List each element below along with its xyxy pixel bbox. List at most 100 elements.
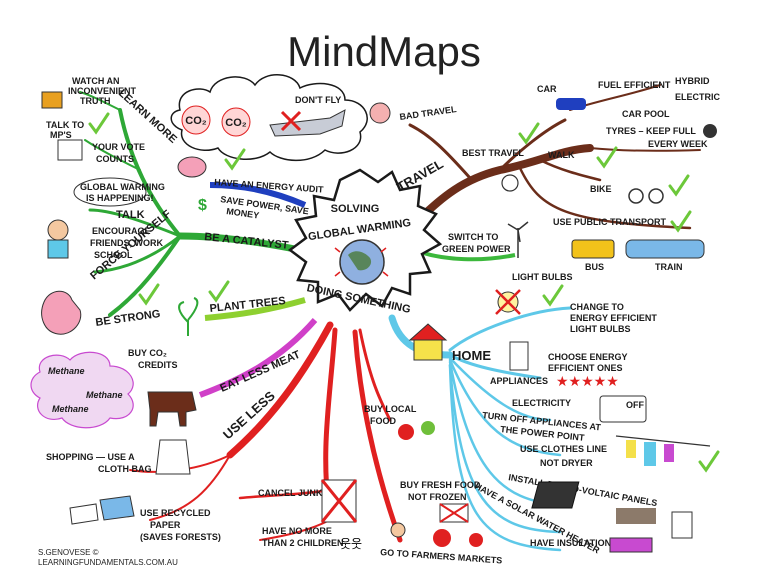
co2-credits-line-1: BUY CO₂ (128, 348, 167, 358)
light-bulbs-label: LIGHT BULBS (512, 272, 573, 282)
buy-local-line-2: FOOD (370, 416, 396, 426)
vote-line-2: COUNTS (96, 154, 134, 164)
check-icon (208, 280, 230, 303)
off-label: OFF (626, 400, 644, 410)
shopping-label: SHOPPING — USE A (46, 452, 135, 462)
cloth-bag-icon (155, 439, 191, 475)
appliances-label: APPLIANCES (490, 376, 548, 386)
watch-line-3: TRUTH (80, 96, 111, 106)
car-icon (556, 98, 586, 110)
co2-credits-line-2: CREDITS (138, 360, 178, 370)
pv-label: INSTALL PHOTO-VOLTAIC PANELS (508, 472, 658, 508)
star-rating-icon: ★★★★★ (556, 374, 619, 390)
bus-label: BUS (585, 262, 604, 272)
check-icon (668, 174, 690, 197)
vote-line-1: YOUR VOTE (92, 142, 145, 152)
person-icon (47, 219, 69, 241)
recycled-line-1: USE RECYCLED (140, 508, 211, 518)
encourage-line-1: ENCOURAGE (92, 226, 151, 236)
dont-fly-cloud (170, 74, 391, 162)
insulation-icon (609, 537, 653, 553)
green-power-line-1: SWITCH TO (448, 232, 498, 242)
watch-line-1: WATCH AN (72, 76, 120, 86)
save-line-2: MONEY (226, 206, 260, 220)
smiley-icon (501, 174, 519, 192)
be-strong-label: BE STRONG (95, 308, 161, 329)
encourage-line-3: SCHOOL (94, 250, 133, 260)
bad-travel-label: BAD TRAVEL (399, 104, 458, 122)
encourage-line-2: FRIENDS, WORK (90, 238, 163, 248)
energy-audit-branch (209, 182, 307, 208)
insulation-label: HAVE INSULATION (530, 538, 611, 548)
recycled-line-3: (SAVES FORESTS) (140, 532, 221, 542)
cow-icon (147, 391, 197, 427)
train-icon (625, 239, 705, 259)
change-bulbs-line-1: CHANGE TO (570, 302, 624, 312)
bike-icon (628, 188, 644, 204)
trees-branch (204, 297, 306, 321)
talk-label: TALK (116, 209, 145, 221)
methane-label-2: Methane (86, 390, 123, 400)
apple-icon (398, 424, 414, 440)
clothes-line-label: USE CLOTHES LINE (520, 444, 607, 454)
best-travel-label: BEST TRAVEL (462, 148, 524, 158)
fresh-food-line-2: NOT FROZEN (408, 492, 467, 502)
cloth-bag-label: CLOTH BAG (98, 464, 152, 474)
methane-label-3: Methane (52, 404, 89, 414)
pear-icon (421, 421, 435, 435)
change-bulbs-line-3: LIGHT BULBS (570, 324, 631, 334)
home-label: HOME (452, 348, 491, 363)
speech-bubble (73, 177, 147, 207)
check-icon (596, 146, 618, 169)
talk-mps-line-2: MP'S (50, 130, 72, 140)
buy-local-line-1: BUY LOCAL (364, 404, 417, 414)
dollar-icon: $ (198, 197, 207, 214)
catalyst-branch (79, 91, 304, 317)
electricity-label: ELECTRICITY (512, 398, 571, 408)
wind-turbine-icon (507, 221, 529, 258)
global-warming-line-2: IS HAPPENING! (86, 193, 154, 203)
green-power-line-2: GREEN POWER (442, 244, 511, 254)
basket-icon (433, 529, 451, 547)
public-transport-label: USE PUBLIC TRANSPORT (553, 217, 667, 227)
co2-label-b: CO₂ (225, 117, 247, 129)
global-warming-line-1: GLOBAL WARMING (80, 182, 165, 192)
methane-label-1: Methane (48, 366, 85, 376)
not-dryer-label: NOT DRYER (540, 458, 593, 468)
children-icon: 웃웃 (340, 537, 362, 551)
center-line-1: SOLVING (331, 203, 380, 215)
train-label: TRAIN (655, 262, 683, 272)
use-less-branch (129, 321, 403, 543)
check-icon (224, 148, 246, 171)
children-line-2: THAN 2 CHILDREN (262, 538, 344, 548)
credit: S.GENOVESE © LEARNINGFUNDAMENTALS.COM.AU (38, 548, 178, 568)
check-marks (88, 112, 720, 473)
fuel-efficient-label: FUEL EFFICIENT (598, 80, 671, 90)
electric-label: ELECTRIC (675, 92, 721, 102)
airplane-icon (269, 109, 346, 137)
fresh-food-line-1: BUY FRESH FOOD (400, 480, 481, 490)
solar-panel-icon (531, 481, 580, 509)
check-icon (542, 284, 564, 307)
travel-branch (408, 84, 701, 230)
credit-line-2: LEARNINGFUNDAMENTALS.COM.AU (38, 558, 178, 567)
clothes-line-icon (615, 435, 711, 447)
central-topic (287, 168, 443, 312)
meat-branch (198, 318, 318, 398)
sad-face-icon (369, 102, 391, 124)
tv-icon (41, 91, 63, 109)
talk-mps-line-1: TALK TO (46, 120, 84, 130)
fridge-icon (509, 341, 529, 371)
house-icon (408, 323, 448, 361)
ballot-box-icon (57, 139, 83, 161)
recycled-line-2: PAPER (150, 520, 181, 530)
cross-icon (280, 110, 302, 132)
co2-label-a: CO₂ (185, 115, 207, 127)
check-icon (518, 122, 540, 145)
check-icon (698, 450, 720, 473)
catalyst-label: BE A CATALYST (204, 231, 290, 252)
water-heater-icon (616, 508, 656, 524)
power-point-icon (599, 395, 647, 423)
page-title: MindMaps (287, 28, 481, 75)
